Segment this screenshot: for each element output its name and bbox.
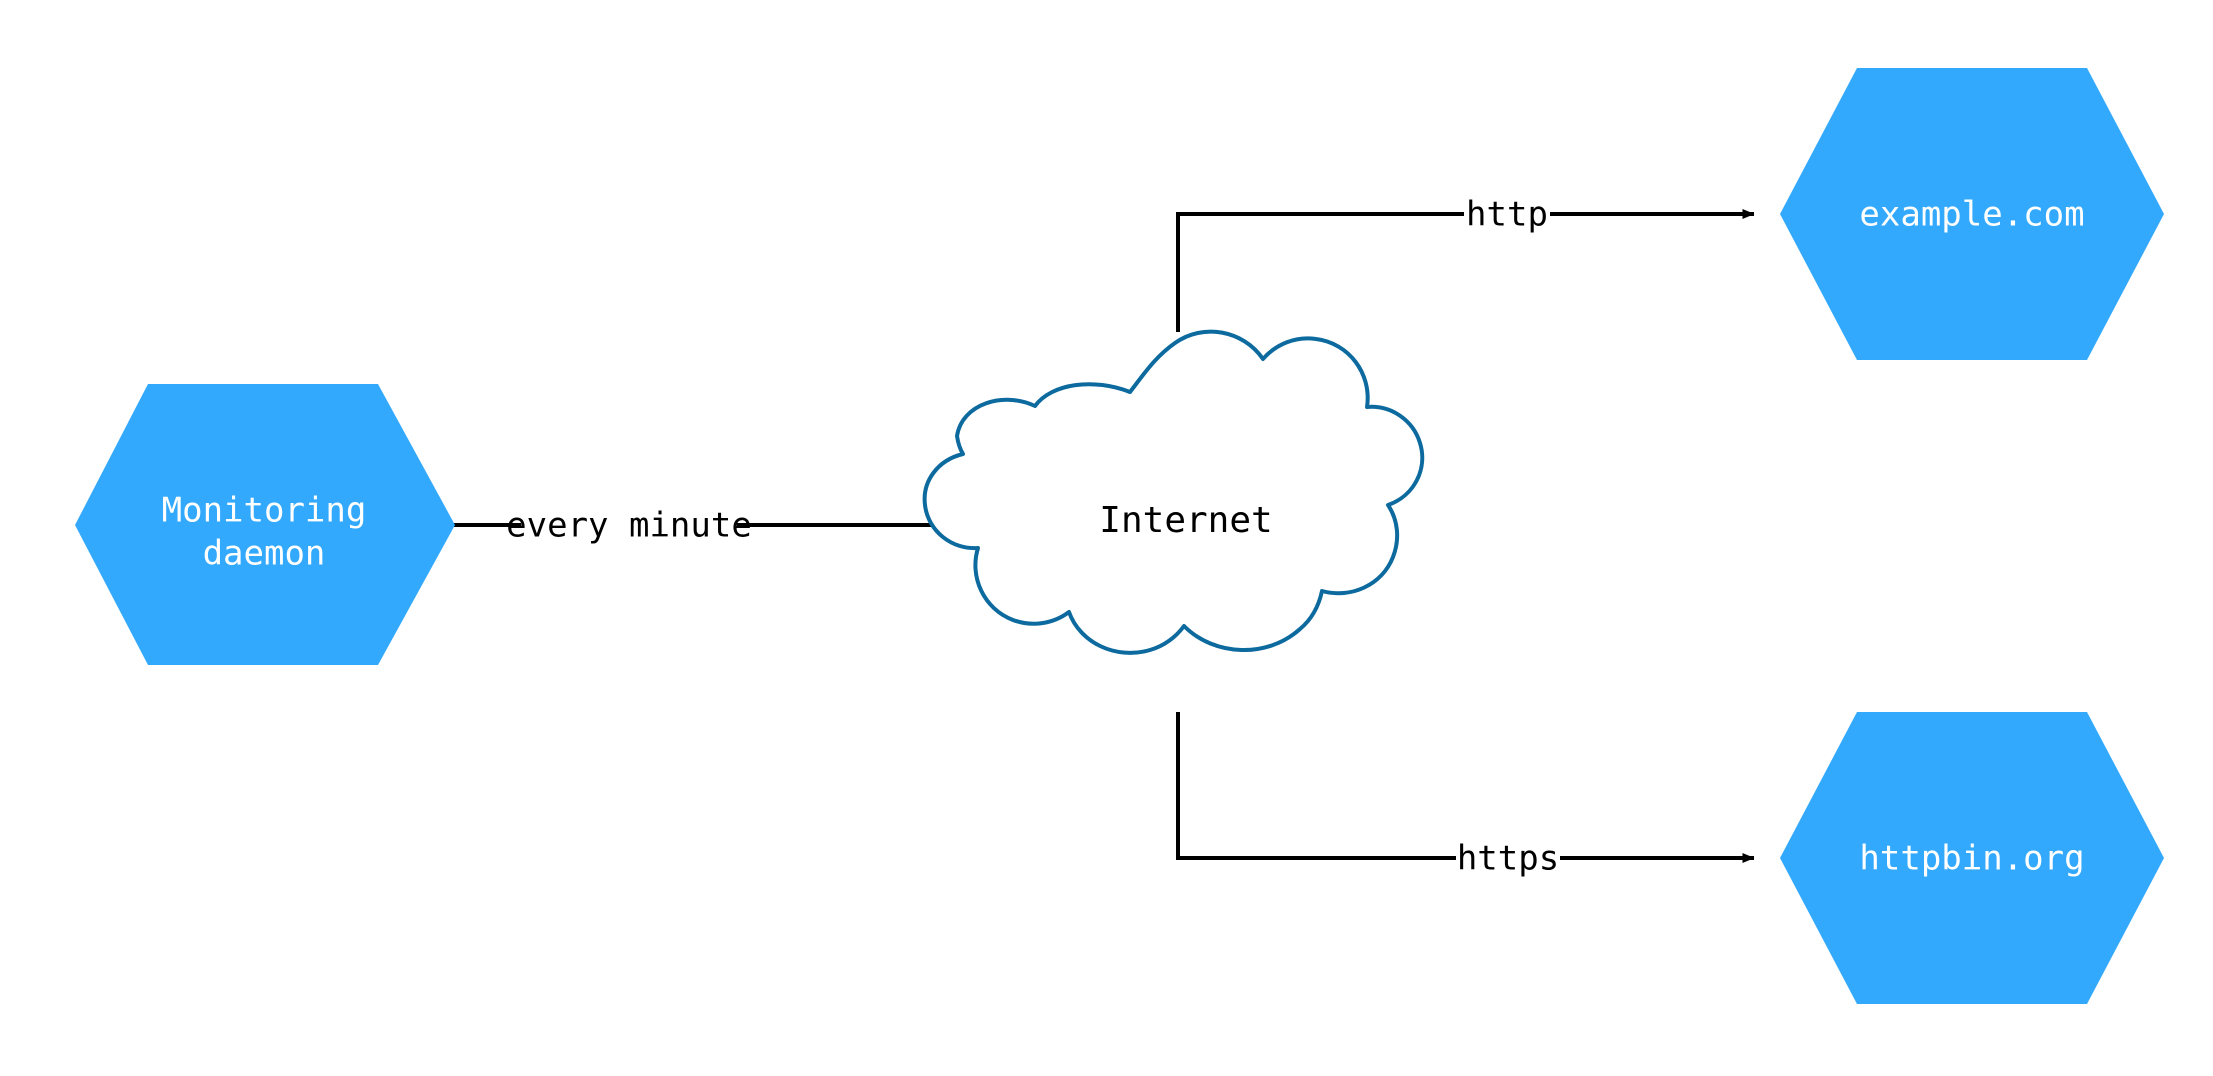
edge-label-backdrop-http: [1464, 189, 1550, 239]
edge-label-backdrop-https: [1456, 833, 1560, 883]
httpbin-org-label: httpbin.org: [1859, 839, 2084, 879]
node-monitoring-daemon[interactable]: Monitoring daemon: [75, 384, 455, 665]
edge-label-https: https: [1457, 839, 1559, 879]
monitoring-daemon-label-line1: Monitoring: [162, 491, 367, 531]
node-httpbin-org[interactable]: httpbin.org: [1780, 712, 2164, 1004]
node-example-com[interactable]: example.com: [1780, 68, 2164, 360]
edge-internet-to-example: http: [1176, 189, 1755, 332]
monitoring-daemon-label-line2: daemon: [203, 534, 326, 574]
httpbin-org-hexagon-shape[interactable]: [1780, 712, 2164, 1004]
internet-cloud-label: Internet: [1099, 500, 1272, 541]
edge-line-internet-example: [1176, 209, 1755, 332]
edge-label-every-minute: every minute: [506, 506, 752, 546]
edge-label-backdrop-every-minute: [521, 500, 737, 550]
internet-cloud-shape[interactable]: [922, 329, 1425, 655]
edge-line-internet-httpbin: [1176, 712, 1755, 863]
edge-internet-to-httpbin: https: [1176, 712, 1755, 883]
node-internet-cloud[interactable]: Internet: [922, 329, 1425, 655]
edge-daemon-to-internet: every minute: [452, 500, 959, 550]
edge-label-http: http: [1466, 195, 1548, 235]
example-com-hexagon-shape[interactable]: [1780, 68, 2164, 360]
example-com-label: example.com: [1859, 195, 2084, 235]
monitoring-daemon-hexagon-shape[interactable]: [75, 384, 455, 665]
